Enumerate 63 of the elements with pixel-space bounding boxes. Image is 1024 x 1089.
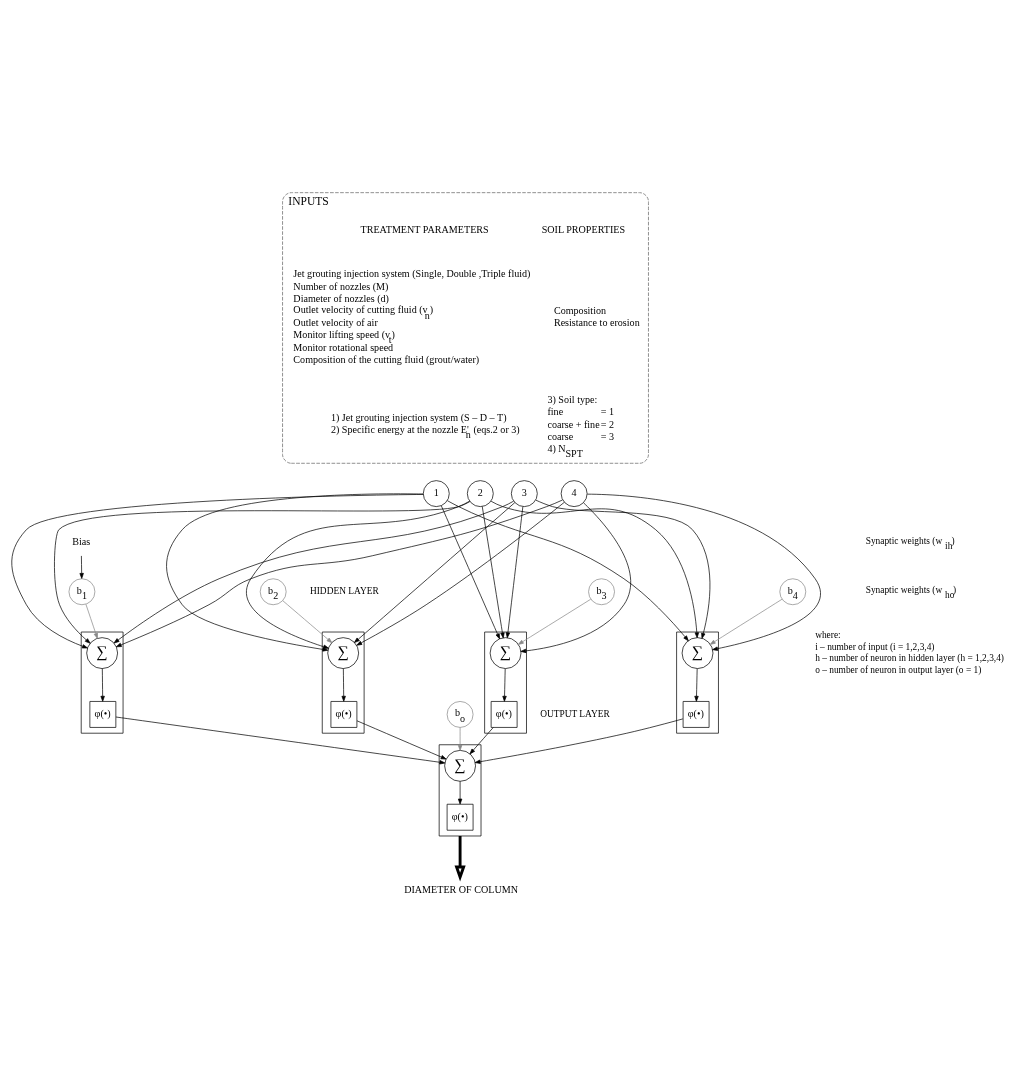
node-circle: 3 — [510, 479, 538, 507]
label: = 3 — [600, 430, 615, 442]
arrow — [457, 726, 463, 751]
arrow — [469, 726, 494, 754]
arrow — [446, 499, 689, 641]
label: = 2 — [600, 418, 615, 430]
arrow — [457, 780, 463, 804]
arrow — [535, 499, 711, 639]
arrow — [694, 667, 699, 702]
label: Composition — [553, 304, 607, 316]
arrow — [11, 493, 424, 648]
arrow — [115, 716, 446, 764]
label: o – number of neuron in output layer (o = 1) — [815, 664, 982, 675]
arrow — [440, 504, 501, 639]
label: HIDDEN LAYER — [309, 585, 379, 596]
arrow — [502, 667, 507, 702]
node-circle: 4 — [560, 479, 588, 507]
arrow — [282, 599, 333, 643]
arrow — [246, 500, 470, 649]
label: coarse + fine — [547, 418, 600, 430]
arrow — [79, 555, 84, 579]
node-box: φ(•) — [490, 700, 518, 728]
label: Composition of the cutting fluid (grout/water) — [293, 353, 480, 365]
arrow — [356, 501, 565, 646]
arrow — [166, 492, 424, 651]
arrow — [354, 501, 516, 643]
arrow — [54, 500, 471, 644]
arrow — [341, 667, 346, 702]
node-circle: 2 — [466, 479, 494, 507]
label: OUTPUT LAYER — [540, 708, 610, 719]
arrow — [505, 505, 524, 638]
node-text: Bias — [72, 535, 91, 547]
label: where: — [815, 629, 841, 640]
arrow — [490, 500, 699, 638]
arrow — [454, 835, 466, 881]
label: Jet grouting injection system (Single, Double ,Triple fluid) — [293, 267, 531, 279]
arrow — [586, 493, 821, 651]
node-text: DIAMETER OF COLUMN — [404, 883, 519, 895]
arrow — [517, 598, 592, 645]
label: 3) Soil type: — [547, 393, 598, 405]
arrow — [474, 718, 684, 764]
label: Resistance to erosion — [553, 316, 640, 328]
arrow — [520, 502, 631, 653]
node-box: φ(•) — [446, 803, 474, 831]
label: h – number of neuron in hidden layer (h = 1,2,3,4) — [815, 652, 1005, 663]
arrow — [709, 598, 783, 645]
label: Diameter of nozzles (d) — [293, 292, 389, 304]
label: 1) Jet grouting injection system (S – D – T) — [330, 411, 507, 423]
label: TREATMENT PARAMETERS — [360, 223, 489, 235]
arrow — [481, 505, 505, 638]
label: = 1 — [600, 405, 615, 417]
label: coarse — [547, 430, 574, 442]
label: fine — [547, 405, 564, 417]
arrow — [100, 667, 105, 702]
arrow — [356, 719, 447, 759]
node-box: φ(•) — [89, 700, 117, 728]
label: Number of nozzles (M) — [293, 280, 389, 292]
label: SOIL PROPERTIES — [541, 223, 626, 235]
node-circle: 1 — [422, 479, 450, 507]
node-box: φ(•) — [330, 700, 358, 728]
node-box: φ(•) — [682, 700, 710, 728]
arrow — [85, 603, 98, 639]
label: i – number of input (i = 1,2,3,4) — [815, 641, 935, 652]
